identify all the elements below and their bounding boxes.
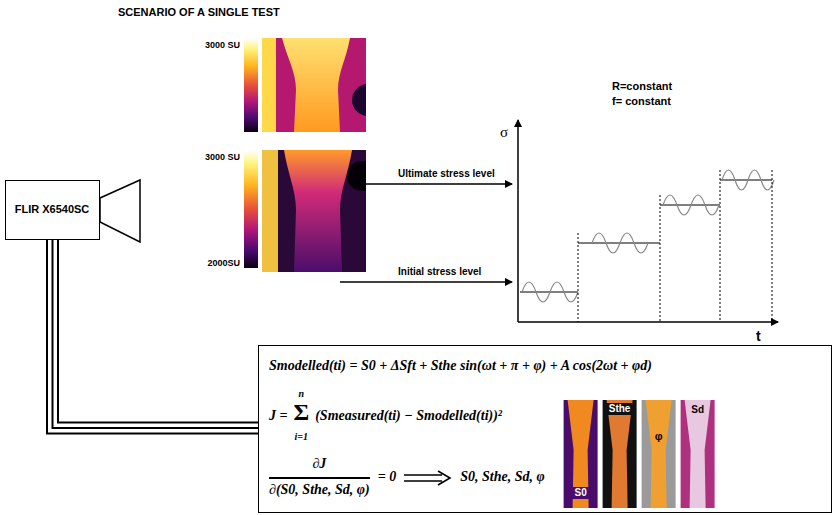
axis-label: t: [756, 328, 761, 344]
camera-cable: [53, 240, 259, 428]
equation-text: Smodelled(ti) = S0 + ΔSft + Sthe sin(ωt …: [269, 358, 652, 374]
colorbar: [244, 38, 258, 132]
test-condition: R=constant: [612, 80, 672, 93]
axis-label: σ: [500, 124, 508, 141]
implies-arrow: [404, 470, 452, 486]
colorbar: [244, 150, 258, 268]
map-label: S0: [572, 487, 588, 499]
thermal-image-lower: [262, 150, 366, 272]
stress-chart: [518, 120, 778, 322]
equation-text: Σ: [293, 399, 309, 427]
equation-text: S0, Sthe, Sd, φ: [460, 469, 544, 485]
stress-level-label: Ultimate stress level: [398, 168, 495, 180]
map-label: φ: [653, 430, 665, 443]
camera-box: FLIR X6540SC: [5, 180, 100, 240]
equation-text: i=1: [295, 431, 308, 443]
stress-level-label: Initial stress level: [398, 266, 481, 278]
equation-text: ∂(S0, Sthe, Sd, φ): [269, 482, 370, 498]
equation-box: Smodelled(ti) = S0 + ΔSft + Sthe sin(ωt …: [258, 345, 832, 513]
cable-core: [53, 240, 259, 428]
thermal-image-upper: [262, 38, 366, 132]
equation-text: J =: [269, 408, 287, 424]
map-label: Sthe: [607, 403, 633, 415]
diagram-title: SCENARIO OF A SINGLE TEST: [118, 6, 280, 19]
test-condition: f= constant: [612, 95, 671, 108]
equation-text: n: [299, 388, 305, 400]
colorbar-value: 3000 SU: [205, 40, 240, 50]
pointer-arrow: [366, 183, 512, 185]
map-label: Sd: [689, 404, 706, 416]
cable-gap: [53, 240, 259, 428]
fraction-bar: [269, 477, 370, 479]
colorbar-value: 3000 SU: [205, 152, 240, 162]
equation-text: ∂J: [312, 456, 326, 472]
result-maps: [564, 400, 715, 508]
equation-text: (Smeasured(ti) − Smodelled(ti))²: [315, 408, 502, 424]
cable-line: [53, 240, 259, 428]
pointer-arrow: [340, 281, 512, 283]
colorbar-value: 2000SU: [207, 258, 240, 268]
equation-text: = 0: [378, 469, 396, 485]
camera-label: FLIR X6540SC: [15, 203, 90, 216]
camera-lens: [100, 180, 140, 242]
